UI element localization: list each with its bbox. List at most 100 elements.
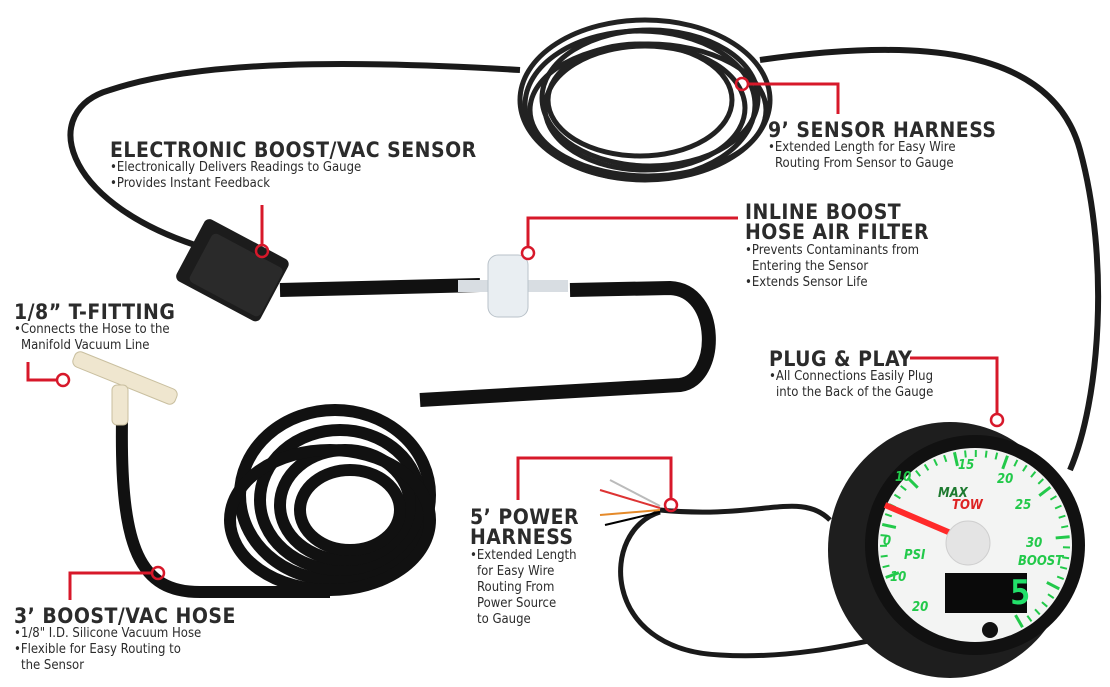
callout-t-fitting: 1/8” T-FITTING •Connects the Hose to the… [14, 302, 175, 354]
callout-title: HARNESS [470, 525, 574, 549]
tick-label: 30 [1026, 536, 1043, 551]
gauge-brand-logo: MAX TOW [938, 486, 983, 513]
gauge-tick [1061, 525, 1069, 529]
callout-sensor-harness: 9’ SENSOR HARNESS •Extended Length for E… [768, 120, 997, 172]
gauge-tick [1055, 535, 1070, 540]
callout-bullet: Entering the Sensor [752, 259, 869, 274]
t-fitting [72, 351, 178, 426]
boost-hose-coil [224, 404, 436, 596]
brand-max: MAX [938, 486, 968, 501]
callout-bullet: •All Connections Easily Plug [769, 369, 934, 384]
gauge-tick [1022, 464, 1028, 472]
callout-bullet: •Flexible for Easy Routing to [14, 642, 181, 657]
callout-bullet: •Electronically Delivers Readings to Gau… [110, 160, 362, 175]
callout-title: 5’ POWER [470, 505, 580, 529]
gauge-tick [952, 451, 959, 467]
callout-bullet: Power Source [477, 596, 557, 611]
power-wire-black [604, 511, 661, 526]
tick-label: 20 [912, 600, 929, 615]
callout-bullet: •Extended Length for Easy Wire [768, 140, 956, 155]
callout-bullet: Routing From Sensor to Gauge [775, 156, 954, 171]
gauge-tick [1049, 495, 1057, 501]
callout-power-harness: 5’ POWER HARNESS •Extended Length for Ea… [470, 507, 579, 628]
sensor-harness-coil [517, 17, 773, 183]
gauge-tick [880, 554, 888, 558]
brand-tow: TOW [952, 498, 983, 513]
gauge-tick [900, 485, 907, 492]
sensor-harness-cable [67, 61, 521, 248]
digital-display [945, 573, 1027, 613]
sensor-harness-to-gauge [759, 46, 1102, 472]
gauge-tick [1046, 581, 1060, 591]
tick-label: 0 [883, 534, 892, 549]
gauge-tick [882, 564, 890, 569]
power-harness-cable [618, 503, 921, 659]
gauge-tick [1041, 601, 1048, 608]
gauge-tick [1054, 504, 1062, 510]
callout-title: ELECTRONIC BOOST/VAC SENSOR [110, 138, 477, 162]
callout-bullet: •Extends Sensor Life [745, 275, 868, 290]
callout-bullet: Manifold Vacuum Line [21, 338, 150, 353]
callout-bullet: into the Back of the Gauge [776, 385, 934, 400]
callout-sensor: ELECTRONIC BOOST/VAC SENSOR •Electronica… [110, 140, 477, 192]
callout-air-filter: INLINE BOOST HOSE AIR FILTER •Prevents C… [745, 202, 929, 291]
callout-plug-play: PLUG & PLAY •All Connections Easily Plug… [769, 349, 933, 401]
callout-bullet: the Sensor [21, 658, 85, 673]
callout-bullet: •Provides Instant Feedback [110, 176, 271, 191]
digital-readout: 5 [1010, 573, 1031, 613]
callout-bullet: Routing From [477, 580, 555, 595]
gauge-tick [1059, 566, 1068, 570]
tick-label: 10 [890, 570, 907, 585]
power-wire-orange [599, 509, 661, 516]
needle-hub [945, 520, 991, 566]
callout-title: 9’ SENSOR HARNESS [768, 118, 997, 142]
gauge-tick [1056, 575, 1065, 580]
power-wire-white [609, 479, 661, 507]
callout-title: 3’ BOOST/VAC HOSE [14, 604, 236, 628]
unit-label: PSI [904, 548, 926, 563]
boost-hose [279, 278, 716, 407]
gauge-tick [906, 476, 919, 489]
gauge-tick [1058, 514, 1066, 519]
callout-title: HOSE AIR FILTER [745, 220, 930, 244]
callout-bullet: •Connects the Hose to the [14, 322, 170, 337]
gauge-tick [1014, 614, 1024, 629]
callout-lines [26, 76, 1005, 600]
callout-title: 1/8” T-FITTING [14, 300, 176, 324]
boost-vac-sensor [176, 219, 289, 322]
gauge-tick [933, 458, 939, 467]
gauge-tick [1038, 485, 1052, 497]
gauge-tick [1013, 459, 1019, 467]
tick-label: 15 [958, 458, 975, 473]
callout-bullet: to Gauge [477, 612, 531, 627]
callout-bullet: •Prevents Contaminants from [745, 243, 920, 258]
callout-bullet: •1/8" I.D. Silicone Vacuum Hose [14, 626, 202, 641]
callout-title: PLUG & PLAY [769, 347, 913, 371]
gauge [828, 422, 1085, 678]
gauge-tick [1034, 608, 1041, 616]
gauge-tick [880, 534, 888, 537]
tick-label: 10 [895, 470, 912, 485]
gauge-tick [984, 450, 988, 458]
gauge-tick [1037, 478, 1045, 485]
gauge-tick [923, 463, 930, 471]
gauge-tick [943, 454, 948, 463]
tick-label: 20 [997, 472, 1014, 487]
gauge-tick [893, 493, 901, 500]
power-wire-red [599, 489, 661, 509]
gauge-tick [964, 450, 967, 458]
gauge-tick [885, 571, 900, 579]
gauge-tick [1026, 615, 1033, 622]
gauge-button [982, 622, 998, 638]
mode-label: BOOST [1018, 554, 1064, 569]
gauge-tick [1062, 556, 1070, 560]
gauge-tick [884, 513, 893, 518]
gauge-needle [883, 502, 962, 540]
gauge-tick [1030, 471, 1037, 478]
gauge-tick [881, 522, 897, 529]
gauge-tick [915, 470, 922, 477]
callout-title: INLINE BOOST [745, 200, 902, 224]
callout-bullet: for Easy Wire [477, 564, 555, 579]
